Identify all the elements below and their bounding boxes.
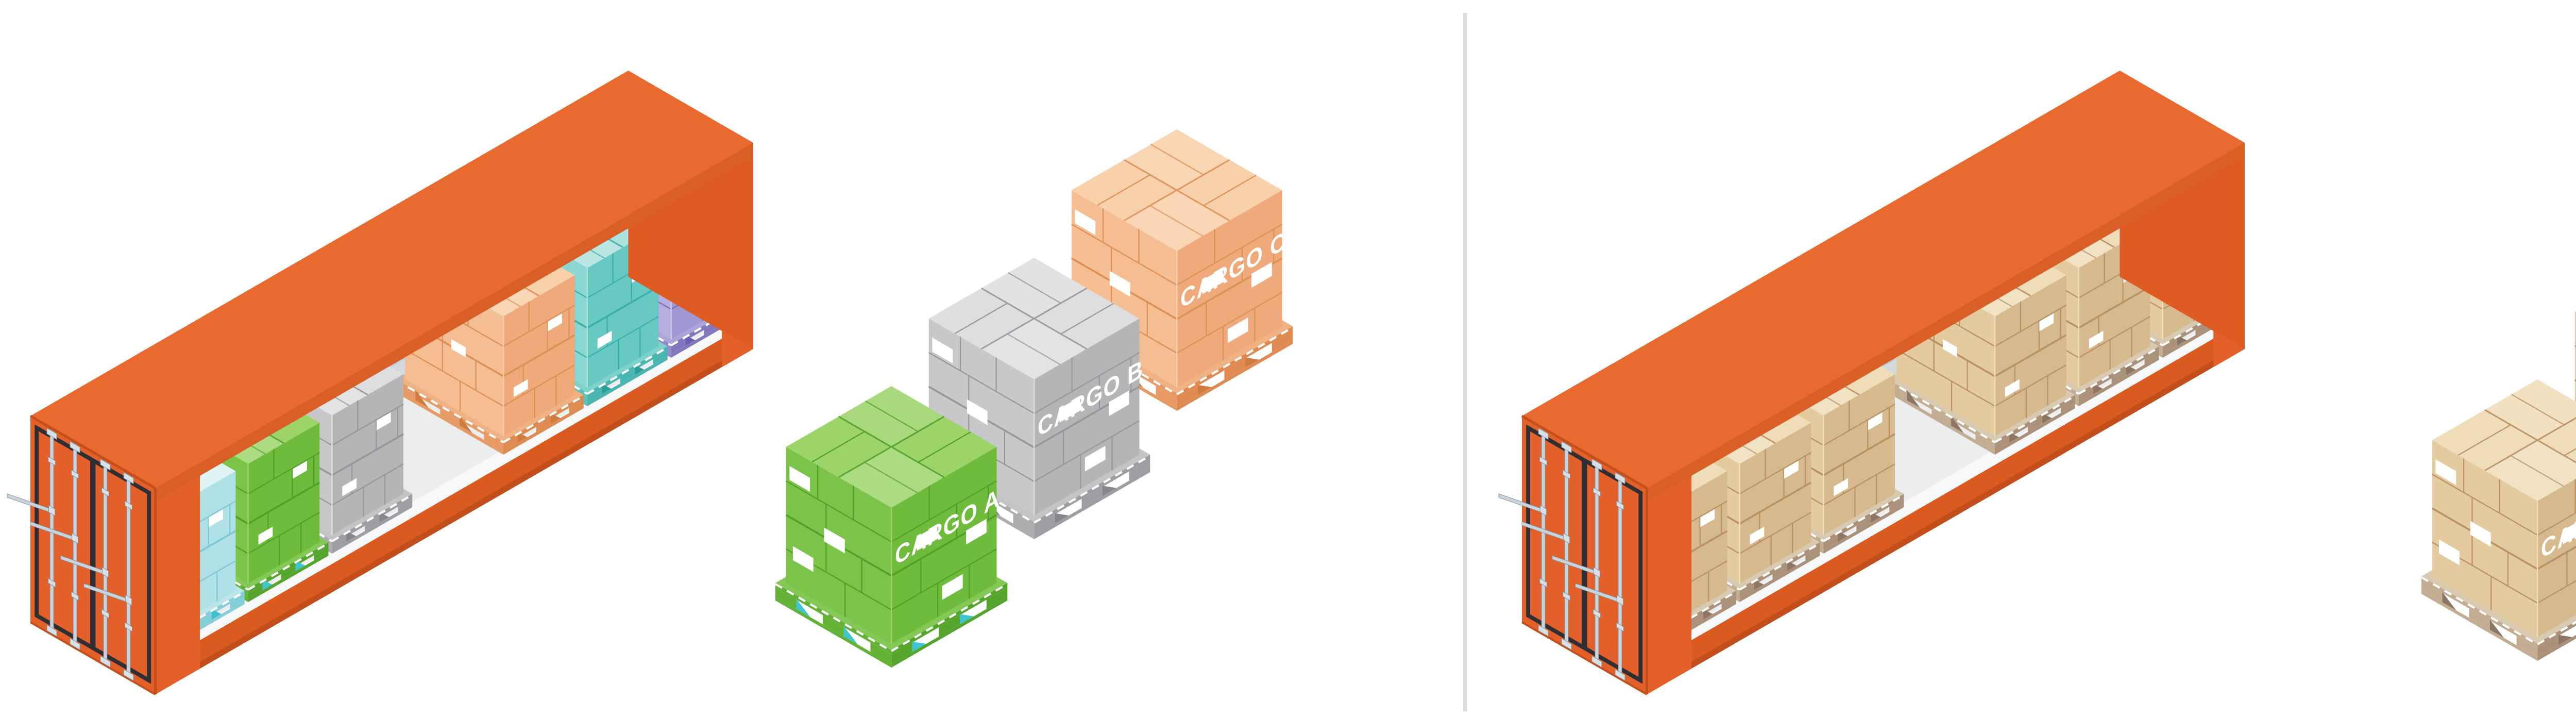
shipping-sticker: [2039, 313, 2054, 331]
outside-pallet-lcl-2: CARGO B: [918, 258, 1151, 539]
door-gap: [90, 458, 96, 651]
shipping-container-fcl: [1498, 71, 2245, 695]
shipping-sticker: [917, 525, 938, 551]
shipping-sticker: [2563, 523, 2576, 544]
container-doors: [1498, 424, 1643, 684]
door-lock-rod: [1552, 458, 1602, 668]
scene-full-container-load: CARGO ACARGO ACARGO A: [1498, 71, 2576, 695]
shipping-sticker: [513, 379, 528, 397]
shipping-sticker: [932, 338, 953, 363]
shipping-sticker: [293, 460, 307, 479]
shipping-sticker: [258, 526, 273, 545]
shipping-sticker: [2470, 521, 2491, 547]
shipping-sticker: [2005, 379, 2020, 397]
shipping-sticker: [376, 412, 391, 430]
outside-pallet-lcl-1: CARGO A: [775, 386, 1008, 668]
door-gap: [1582, 458, 1587, 651]
shipping-sticker: [1251, 262, 1272, 288]
shipping-sticker: [1943, 339, 1957, 357]
shipping-sticker: [451, 339, 466, 357]
shipping-sticker: [1868, 412, 1883, 430]
shipping-sticker: [1784, 460, 1799, 479]
shipping-sticker: [597, 330, 612, 349]
container-shell: [1521, 71, 2245, 695]
shipping-container-lcl: [7, 71, 753, 695]
door-lock-rod: [83, 472, 134, 681]
outside-pallet-row: CARGO ACARGO ACARGO A: [2421, 311, 2576, 661]
container-doors: [7, 424, 151, 684]
shipping-sticker: [2089, 330, 2104, 349]
shipping-sticker: [1084, 445, 1106, 472]
shipping-sticker: [942, 574, 963, 600]
door-lock-rod: [1521, 441, 1572, 651]
shipping-sticker: [792, 546, 814, 572]
shipping-sticker: [1834, 478, 1849, 496]
shipping-sticker: [1109, 271, 1130, 297]
shipping-sticker: [824, 527, 845, 554]
container-shell: [29, 71, 753, 695]
shipping-sticker: [1059, 396, 1080, 423]
outside-pallet-fcl-1: CARGO A: [2421, 379, 2576, 661]
shipping-sticker: [966, 519, 987, 545]
shipping-sticker: [2435, 459, 2456, 485]
shipping-sticker: [1700, 509, 1715, 527]
shipping-sticker: [1750, 526, 1765, 545]
shipping-sticker: [1109, 390, 1129, 417]
door-lock-rod: [1575, 472, 1625, 681]
door-lock-rod: [30, 441, 80, 651]
shipping-sticker: [967, 399, 988, 425]
shipping-sticker: [548, 313, 563, 331]
shipping-sticker: [209, 509, 223, 527]
scene-divider: [1463, 13, 1467, 711]
shipping-sticker: [342, 478, 357, 496]
shipping-sticker: [1227, 317, 1248, 343]
shipping-sticker: [1202, 268, 1223, 294]
shipping-sticker: [1075, 209, 1096, 235]
door-lock-rod: [60, 458, 111, 668]
shipping-sticker: [789, 466, 810, 492]
shipping-sticker: [2438, 539, 2460, 565]
